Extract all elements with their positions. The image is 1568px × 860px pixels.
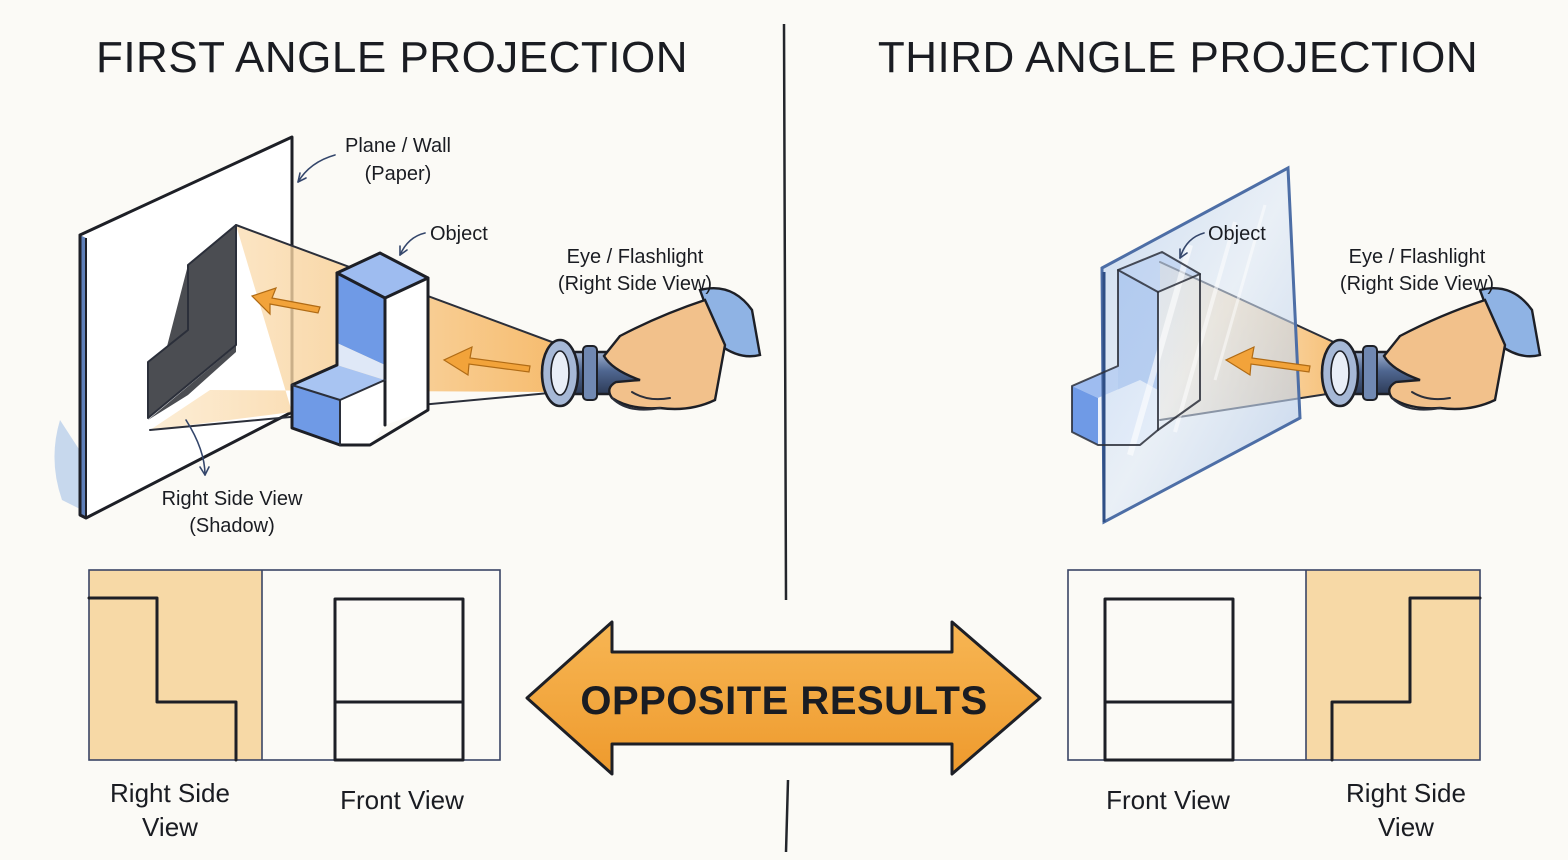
label-object-left: Object	[430, 223, 488, 245]
label-paper: (Paper)	[365, 163, 432, 185]
right-arrow-from-light	[1224, 345, 1311, 377]
left-front-view-shape	[333, 597, 465, 762]
leader-object-right	[1179, 232, 1205, 259]
label-eye-flashlight-left: Eye / Flashlight	[567, 246, 704, 268]
caption-right-side-view-left-line2: View	[142, 812, 198, 842]
left-arrow-from-light	[442, 345, 531, 377]
leader-plane	[297, 154, 336, 183]
label-object-right: Object	[1208, 223, 1266, 245]
label-plane-wall: Plane / Wall	[345, 135, 451, 157]
caption-right-side-view-right-line1: Right Side	[1346, 778, 1466, 808]
label-right-side-view-left: (Right Side View)	[558, 273, 712, 295]
right-right-side-view-shape	[1330, 596, 1482, 762]
leader-shadow	[185, 419, 206, 476]
caption-right-side-view-left-line1: Right Side	[110, 778, 230, 808]
right-front-view-shape	[1103, 597, 1235, 762]
caption-front-view-right: Front View	[1106, 785, 1230, 815]
title-first-angle: FIRST ANGLE PROJECTION	[96, 33, 688, 82]
center-divider	[782, 23, 790, 853]
left-views-panel	[87, 569, 501, 762]
left-right-side-view-shape	[87, 596, 238, 762]
left-arrow-to-wall	[250, 287, 321, 316]
leader-object-left	[399, 232, 426, 256]
label-shadow: (Shadow)	[189, 515, 275, 537]
label-eye-flashlight-right: Eye / Flashlight	[1349, 246, 1486, 268]
opposite-results-banner: OPPOSITE RESULTS	[525, 620, 1042, 776]
right-views-panel	[1067, 569, 1482, 762]
banner-text: OPPOSITE RESULTS	[580, 679, 987, 723]
title-third-angle: THIRD ANGLE PROJECTION	[878, 33, 1478, 82]
right-flashlight	[1320, 287, 1542, 411]
left-object	[290, 251, 430, 447]
caption-front-view-left: Front View	[340, 785, 464, 815]
label-right-side-view-shadow: Right Side View	[162, 488, 303, 510]
left-flashlight	[540, 287, 762, 411]
label-right-side-view-right: (Right Side View)	[1340, 273, 1494, 295]
caption-right-side-view-right-line2: View	[1378, 812, 1434, 842]
